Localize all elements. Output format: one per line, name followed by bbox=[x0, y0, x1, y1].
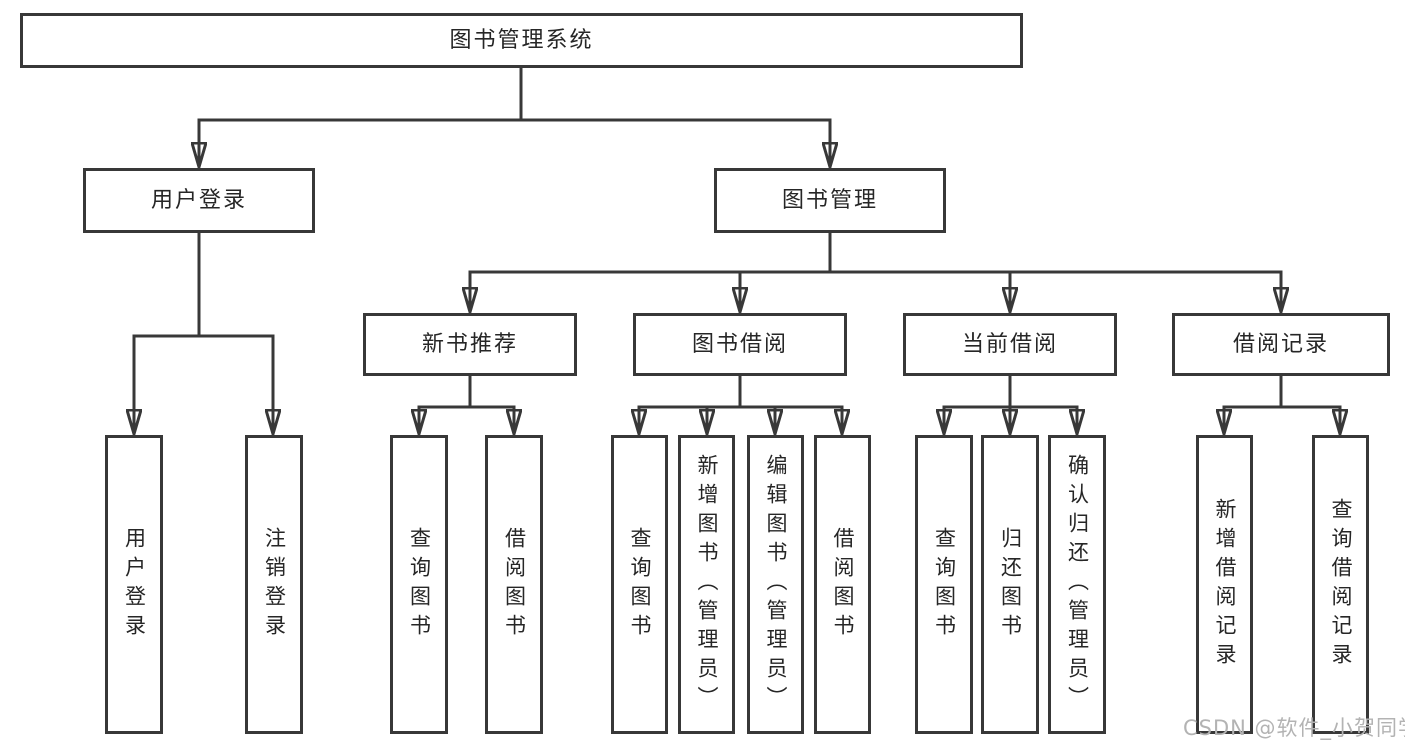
connector-edge bbox=[521, 118, 830, 167]
connector-edge bbox=[740, 405, 775, 434]
node-user-login: 用户登录 bbox=[83, 168, 315, 233]
connector-edge bbox=[740, 270, 830, 312]
connector-edge bbox=[199, 118, 521, 167]
connector-edge bbox=[944, 405, 1010, 434]
node-label: 查询图书 bbox=[407, 526, 432, 643]
connector-edge bbox=[419, 405, 470, 434]
connector-edge bbox=[639, 405, 740, 434]
node-book-management: 图书管理 bbox=[714, 168, 946, 233]
connector-edge bbox=[830, 270, 1281, 312]
node-cb-return-book: 归还图书 bbox=[981, 435, 1039, 734]
connector-edge bbox=[830, 270, 1010, 312]
node-nbr-borrow-book: 借阅图书 bbox=[485, 435, 543, 734]
node-label: 图书管理 bbox=[781, 187, 878, 213]
node-label: 用户登录 bbox=[122, 526, 147, 643]
connector-edge bbox=[1224, 405, 1281, 434]
connector-edge bbox=[740, 405, 842, 434]
node-label: 查询图书 bbox=[628, 526, 652, 643]
node-bb-query-book: 查询图书 bbox=[611, 435, 668, 734]
node-br-query-record: 查询借阅记录 bbox=[1312, 435, 1369, 734]
node-label: 确认归还（管理员） bbox=[1065, 454, 1090, 715]
connector-edge bbox=[470, 405, 514, 434]
connector-edge bbox=[199, 334, 273, 434]
node-label: 归还图书 bbox=[998, 526, 1023, 643]
node-label: 新书推荐 bbox=[421, 331, 518, 357]
node-label: 借阅记录 bbox=[1232, 331, 1329, 357]
node-cb-query-book: 查询图书 bbox=[915, 435, 973, 734]
node-borrowing-records: 借阅记录 bbox=[1172, 313, 1390, 376]
node-label: 图书管理系统 bbox=[449, 27, 594, 53]
watermark: CSDN @软件_小贺同学 bbox=[1183, 716, 1405, 740]
connector-edge bbox=[1010, 405, 1077, 434]
node-logout-leaf: 注销登录 bbox=[245, 435, 303, 734]
node-label: 图书借阅 bbox=[691, 331, 788, 357]
node-label: 查询借阅记录 bbox=[1329, 497, 1353, 672]
node-book-borrowing: 图书借阅 bbox=[633, 313, 847, 376]
node-current-borrowing: 当前借阅 bbox=[903, 313, 1117, 376]
node-label: 新增借阅记录 bbox=[1213, 497, 1237, 672]
node-br-add-record: 新增借阅记录 bbox=[1196, 435, 1253, 734]
connector-edge bbox=[1281, 405, 1340, 434]
node-label: 新增图书（管理员） bbox=[695, 454, 719, 715]
node-label: 用户登录 bbox=[150, 187, 247, 213]
node-bb-edit-book-admin: 编辑图书（管理员） bbox=[747, 435, 804, 734]
node-bb-borrow-book: 借阅图书 bbox=[814, 435, 871, 734]
connector-edge bbox=[707, 405, 740, 434]
node-nbr-query-book: 查询图书 bbox=[390, 435, 448, 734]
node-label: 当前借阅 bbox=[961, 331, 1058, 357]
node-new-book-recommendation: 新书推荐 bbox=[363, 313, 577, 376]
node-library-system: 图书管理系统 bbox=[20, 13, 1023, 68]
node-user-login-leaf: 用户登录 bbox=[105, 435, 163, 734]
node-label: 借阅图书 bbox=[831, 526, 855, 643]
node-cb-confirm-return-admin: 确认归还（管理员） bbox=[1048, 435, 1106, 734]
connector-edge bbox=[134, 334, 199, 434]
node-label: 查询图书 bbox=[932, 526, 957, 643]
node-label: 编辑图书（管理员） bbox=[764, 454, 788, 715]
connector-edge bbox=[470, 270, 830, 312]
node-label: 注销登录 bbox=[262, 526, 287, 643]
node-label: 借阅图书 bbox=[502, 526, 527, 643]
node-bb-add-book-admin: 新增图书（管理员） bbox=[678, 435, 735, 734]
